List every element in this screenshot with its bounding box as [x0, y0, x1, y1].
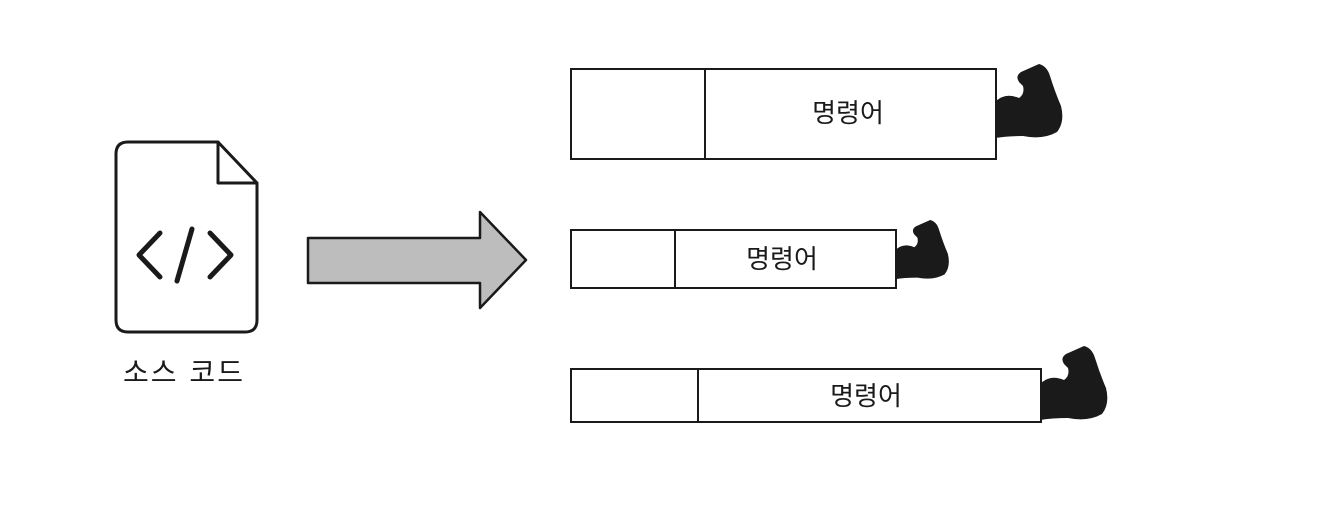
instruction-box: 명령어 — [570, 64, 1063, 160]
right-arrow-icon — [306, 210, 528, 310]
code-file-icon — [114, 140, 259, 334]
instruction-label: 명령어 — [746, 245, 818, 275]
source-code-label: 소스 코드 — [123, 356, 245, 389]
flexed-bicep-icon — [1040, 346, 1108, 420]
instruction-box: 명령어 — [570, 346, 1108, 423]
instruction-label: 명령어 — [812, 99, 884, 129]
instruction-label: 명령어 — [830, 382, 902, 412]
flexed-bicep-icon — [895, 220, 949, 280]
flexed-bicep-icon — [995, 64, 1063, 138]
instruction-box: 명령어 — [570, 220, 949, 289]
